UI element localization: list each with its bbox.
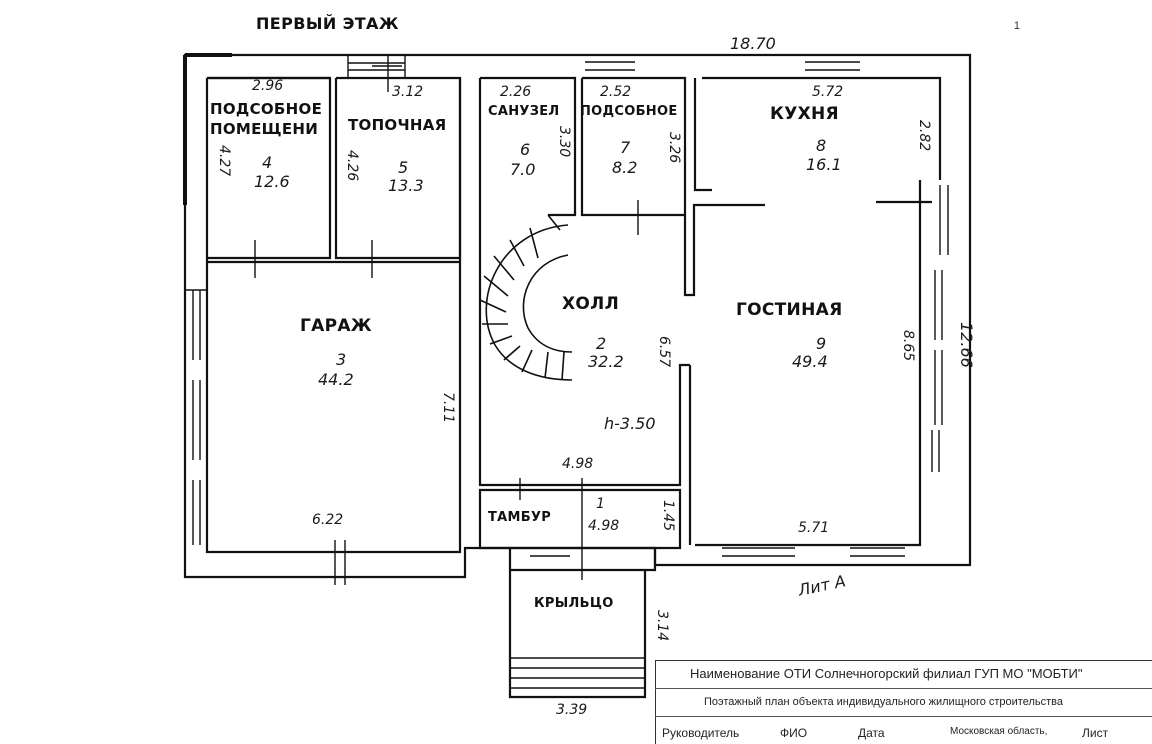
kitchen-number: 8 [816,136,827,155]
living-area: 49.4 [792,352,828,371]
page-mark: 1 [1013,20,1020,32]
pods2-number: 7 [620,138,631,157]
garage-area: 44.2 [318,370,354,389]
wall-pods1 [207,76,332,260]
sanuzel-area: 7.0 [510,160,536,179]
tambur-depth: 1.45 [660,500,676,532]
spiral-staircase [479,214,573,381]
garage-width: 6.22 [312,512,344,528]
living-number: 9 [816,334,827,353]
sanuzel-number: 6 [520,140,531,159]
window [931,430,940,472]
pods2-depth: 3.26 [666,132,682,164]
window [850,547,905,557]
hall-name: ХОЛЛ [562,294,619,314]
living-width: 5.71 [798,520,830,536]
window [934,350,943,425]
pods1-name-2: ПОМЕЩЕНИ [210,120,319,138]
window [192,480,201,545]
porch-name: КРЫЛЬЦО [534,596,614,611]
thick-corner [183,53,232,205]
hall-depth: 6.57 [656,336,672,368]
window [185,289,207,360]
stamp-col3: Дата [858,726,885,740]
stamp-col1: Руководитель [662,726,740,740]
window [585,61,635,71]
tambur-number: 1 [596,496,605,512]
wall-topochnaya [334,76,462,260]
window [530,547,570,557]
topo-number: 5 [398,158,409,177]
living-depth: 8.65 [900,330,916,362]
kitchen-area: 16.1 [806,155,842,174]
window [934,270,943,340]
topo-depth: 4.26 [344,150,360,182]
stamp-org: Наименование ОТИ Солнечногорский филиал … [690,666,1083,681]
wall-685 [683,203,765,297]
overall-width: 18.70 [730,34,776,53]
tambur-name: ТАМБУР [488,510,552,525]
porch-steps [510,657,645,689]
hall-area: 32.2 [588,352,624,371]
sanuzel-width: 2.26 [500,84,532,100]
hall-number: 2 [596,334,607,353]
stamp-doc: Поэтажный план объекта индивидуального ж… [704,696,1063,708]
pods2-width: 2.52 [600,84,632,100]
wall-hall-right [688,78,712,545]
garage-name: ГАРАЖ [300,316,372,336]
hall-width: 4.98 [562,456,594,472]
porch-depth: 3.14 [654,610,670,642]
sanuzel-depth: 3.30 [556,126,572,158]
window [192,380,201,460]
topo-name: ТОПОЧНАЯ [348,116,447,134]
wall-sanuzel [480,76,577,217]
wall-tambur [478,488,682,550]
pods1-name-1: ПОДСОБНОЕ [210,100,323,118]
topo-width: 3.12 [392,84,424,100]
overall-depth: 12.66 [957,322,976,368]
garage-depth: 7.11 [440,392,456,424]
kitchen-width: 5.72 [812,84,844,100]
sanuzel-name: САНУЗЕЛ [488,104,560,119]
wall-living [695,180,922,547]
window [805,61,860,71]
pods2-area: 8.2 [612,158,638,177]
pods1-width: 2.96 [252,78,284,94]
page-title: ПЕРВЫЙ ЭТАЖ [256,14,399,33]
tambur-area: 4.98 [588,518,620,534]
kitchen-name: КУХНЯ [770,104,839,124]
wall-hall [478,78,690,487]
window [347,55,406,78]
pods1-area: 12.6 [254,172,290,191]
window [939,185,949,255]
pods1-number: 4 [262,153,273,172]
title-block [655,660,1152,744]
stamp-col2: ФИО [780,726,808,740]
garage-number: 3 [336,350,347,369]
stamp-col4: Московская область, [950,726,1048,737]
hall-height: h-3.50 [604,414,656,433]
wall-kitchen [702,76,942,180]
outer-wall-inner [205,76,462,554]
living-name: ГОСТИНАЯ [736,300,843,320]
porch-width: 3.39 [556,702,588,718]
window [722,547,795,557]
kitchen-depth: 2.82 [916,120,932,152]
pods2-name: ПОДСОБНОЕ [580,104,678,119]
stamp-col5: Лист [1082,726,1109,740]
topo-area: 13.3 [388,176,424,195]
pods1-depth: 4.27 [216,145,232,177]
title-block-divider [655,688,1152,689]
title-block-divider [655,716,1152,717]
